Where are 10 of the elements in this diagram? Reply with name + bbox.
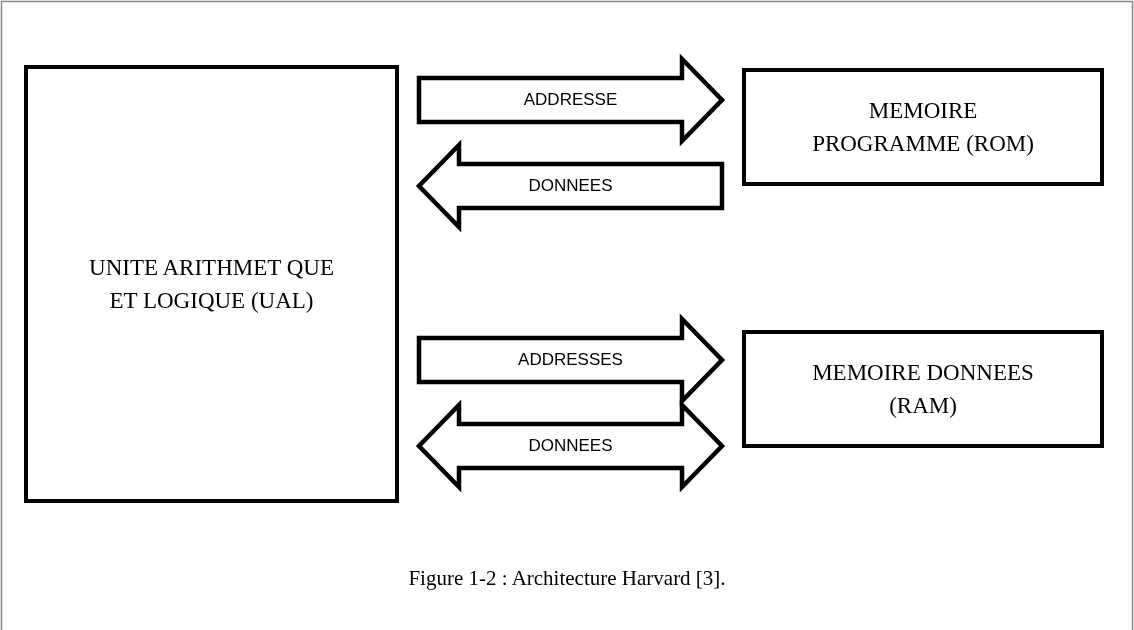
block-arrow [415,399,726,493]
process-box [24,65,399,503]
box-label: MEMOIRE DONNEES (RAM) [811,358,1035,420]
process-box [742,68,1104,186]
box-label: UNITE ARITHMET QUE ET LOGIQUE (UAL) [88,253,335,315]
block-arrow [415,139,725,233]
box-label: MEMOIRE PROGRAMME (ROM) [811,96,1035,158]
block-arrow [416,53,726,147]
figure-caption: Figure 1-2 : Architecture Harvard [3]. [407,566,727,591]
process-box [742,330,1104,448]
